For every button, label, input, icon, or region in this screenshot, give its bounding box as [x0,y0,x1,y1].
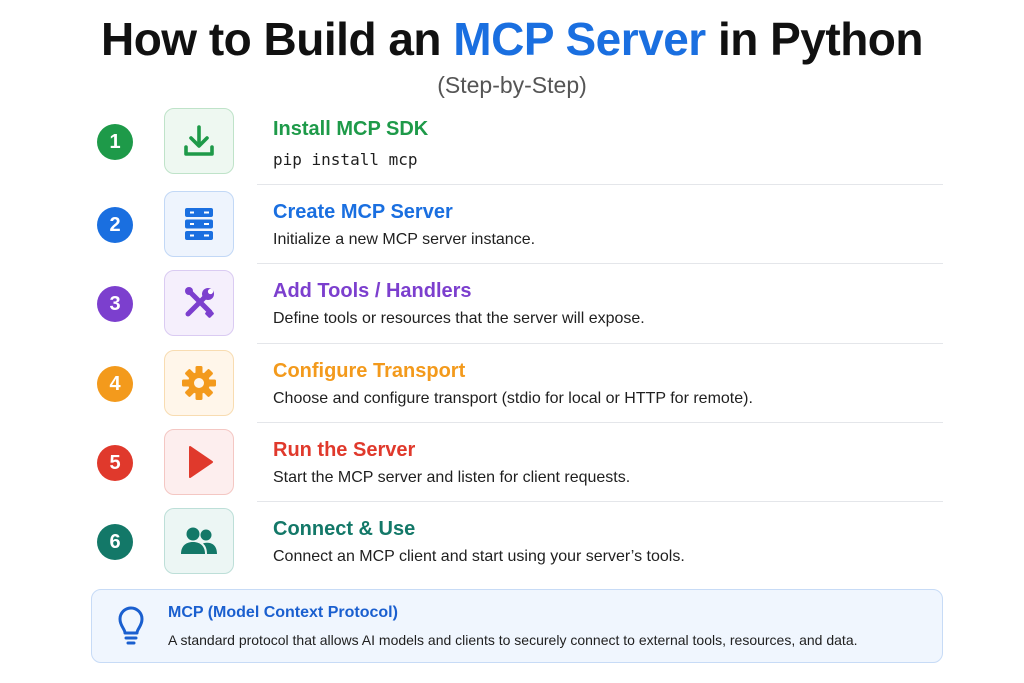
step-title: Connect & Use [273,518,416,540]
title-accent: MCP Server [453,13,706,65]
page-title: How to Build an MCP Server in Python [0,12,1024,66]
play-icon [189,446,213,478]
step-title: Run the Server [273,439,416,461]
divider [257,422,943,423]
info-title: MCP (Model Context Protocol) [168,604,398,621]
divider [257,501,943,502]
divider [257,263,943,264]
step-description: Define tools or resources that the serve… [273,310,645,327]
step-description: pip install mcp [273,150,418,169]
title-prefix: How to Build an [100,13,454,65]
info-description: A standard protocol that allows AI model… [168,632,858,648]
step-6: 6 Connect & Use Connect an MCP client an… [0,508,1024,576]
step-title: Install MCP SDK [273,118,429,140]
tools-icon [185,287,214,318]
step-number: 5 [97,445,133,481]
step-number: 3 [97,286,133,322]
step-description: Initialize a new MCP server instance. [273,231,536,248]
gear-icon [182,366,216,400]
step-icon-box [164,429,234,495]
download-icon [184,125,214,156]
step-description: Start the MCP server and listen for clie… [273,469,631,486]
step-5: 5 Run the Server Start the MCP server an… [0,429,1024,497]
step-title: Add Tools / Handlers [273,280,472,302]
step-4: 4 Configure Transport Choose and configu [0,350,1024,418]
step-icon-box [164,108,234,174]
title-suffix: in Python [705,13,924,65]
step-2: 2 Create MCP Server Initialize a new MCP… [0,191,1024,259]
info-box: MCP (Model Context Protocol) A standard … [91,589,943,663]
step-title: Configure Transport [273,360,466,382]
users-icon [181,527,217,554]
page-subtitle: (Step-by-Step) [437,72,587,98]
step-number: 1 [97,124,133,160]
divider [257,343,943,344]
step-title: Create MCP Server [273,201,453,223]
step-description: Choose and configure transport (stdio fo… [273,390,753,407]
step-icon-box [164,270,234,336]
server-icon [185,208,213,240]
divider [257,184,943,185]
step-description: Connect an MCP client and start using yo… [273,548,685,565]
step-number: 4 [97,366,133,402]
step-number: 2 [97,207,133,243]
step-1: 1 Install MCP SDK pip install mcp [0,108,1024,176]
step-number: 6 [97,524,133,560]
step-3: 3 Add Tools / Handlers Define tools or r… [0,270,1024,338]
step-icon-box [164,350,234,416]
step-icon-box [164,508,234,574]
step-icon-box [164,191,234,257]
lightbulb-icon [118,606,144,645]
